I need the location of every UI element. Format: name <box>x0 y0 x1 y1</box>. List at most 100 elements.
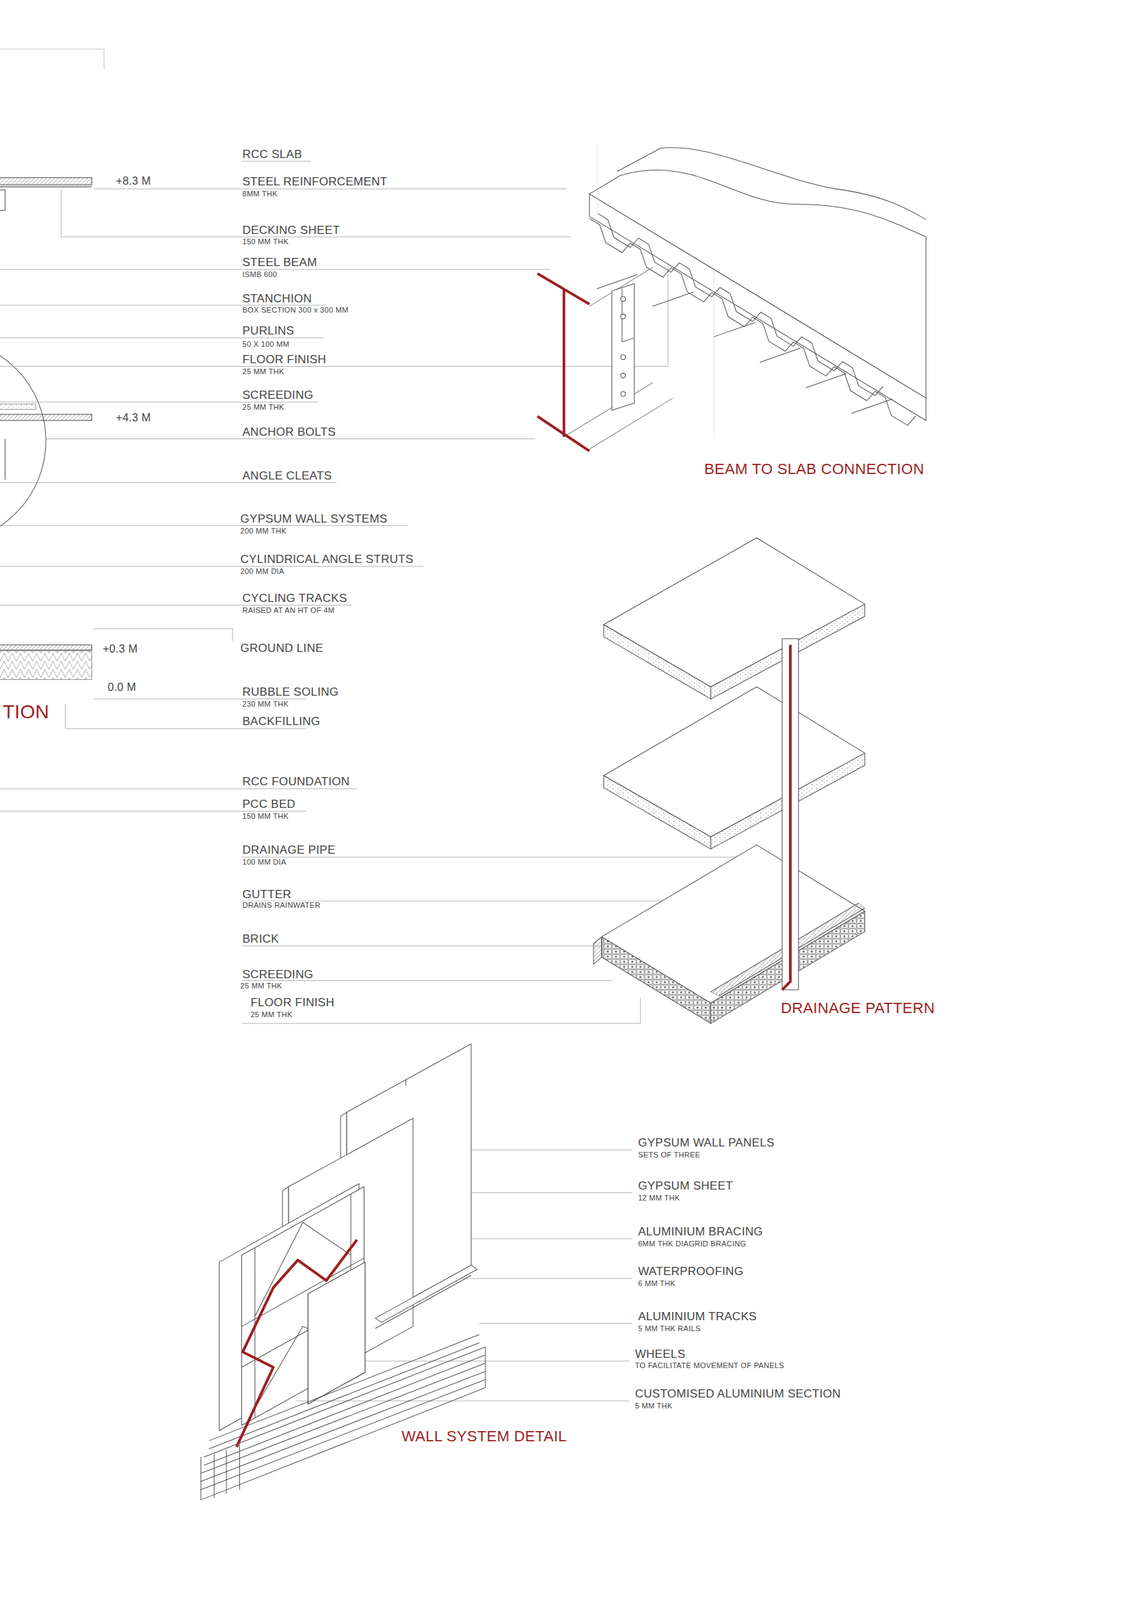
spec-note: RAISED AT AN HT OF 4M <box>241 605 336 614</box>
part-label: STANCHION <box>241 291 313 304</box>
part-label: BRICK <box>241 932 279 945</box>
drainage-drawing-part <box>782 638 799 990</box>
frame-line-part <box>0 49 104 70</box>
wall-system-drawing-part <box>375 1275 472 1329</box>
beam-slab-drawing-part <box>713 267 715 439</box>
part-label: WHEELS <box>634 1347 687 1360</box>
part-label: SCREEDING <box>241 968 314 980</box>
spec-note: BOX SECTION 300 x 300 MM <box>241 306 349 314</box>
level-mark: +8.3 M <box>115 175 152 187</box>
spec-note: DRAINS RAINWATER <box>241 900 321 909</box>
leader-line-part <box>93 698 306 699</box>
part-label: GROUND LINE <box>239 642 324 654</box>
spec-note: ISMB 600 <box>241 270 278 279</box>
wall-system-drawing-part <box>375 1264 478 1323</box>
leader-line-part <box>0 565 424 567</box>
spec-note: 150 MM THK <box>241 237 290 246</box>
drainage-pipe <box>782 644 791 990</box>
section-title: TION <box>2 702 50 722</box>
level-mark: +0.3 M <box>101 643 139 655</box>
leader-line-part <box>241 979 612 981</box>
level-mark: 0.0 M <box>107 681 138 693</box>
beam-slab-drawing-part <box>620 296 626 302</box>
part-label: STEEL REINFORCEMENT <box>241 175 388 188</box>
section-fragment-part <box>0 190 5 211</box>
leader-line-part <box>0 337 325 338</box>
part-label: RUBBLE SOLING <box>241 685 340 698</box>
part-label: CUSTOMISED ALUMINIUM SECTION <box>634 1387 842 1399</box>
part-label: GYPSUM WALL PANELS <box>637 1136 775 1149</box>
leader-line-part <box>0 788 357 790</box>
leader-line-part <box>0 401 318 403</box>
part-label: GYPSUM WALL SYSTEMS <box>239 512 388 524</box>
drainage-drawing-part <box>603 537 865 687</box>
beam-slab-drawing-part <box>620 391 626 396</box>
detail-title: DRAINAGE PATTERN <box>780 1000 936 1016</box>
drainage-pipe-part <box>782 644 791 990</box>
part-label: CYLINDRICAL ANGLE STRUTS <box>239 553 414 565</box>
wall-system-drawing-part <box>201 1346 486 1500</box>
beam-slab-drawing-part <box>589 169 926 398</box>
part-label: PCC BED <box>241 797 297 810</box>
wall-system-drawing-part <box>201 1334 486 1500</box>
beam-slab-drawing-part <box>596 274 893 413</box>
level-mark: +4.3 M <box>115 412 152 424</box>
spec-note: 6 MM THK <box>637 1279 677 1287</box>
part-label: DECKING SHEET <box>241 223 341 236</box>
steel-beam-section-part <box>562 288 566 437</box>
part-label: ALUMINIUM TRACKS <box>637 1309 758 1322</box>
beam-slab-drawing-part <box>620 313 626 319</box>
drainage-drawing-part <box>593 936 602 964</box>
leader-line-part <box>0 304 327 306</box>
leader-line-part <box>448 1277 632 1278</box>
leader-line-part <box>241 160 311 162</box>
frame-line <box>0 49 104 70</box>
spec-note: 50 X 100 MM <box>241 339 290 348</box>
spec-note: 25 MM THK <box>241 403 285 411</box>
part-label: WATERPROOFING <box>637 1264 744 1277</box>
spec-note: 25 MM THK <box>241 367 285 375</box>
leader-line-part <box>0 482 337 483</box>
spec-note: 200 MM DIA <box>239 567 285 576</box>
beam-slab-drawing-part <box>596 142 598 214</box>
section-fragment-part <box>0 186 92 188</box>
spec-note: 230 MM THK <box>241 700 290 708</box>
part-label: DRAINAGE PIPE <box>241 843 336 856</box>
spec-note: 150 MM THK <box>241 812 290 820</box>
wall-system-drawing-part <box>405 1078 407 1086</box>
bracing-line-part <box>236 1238 357 1447</box>
beam-slab-drawing-part <box>611 283 635 411</box>
section-fragment-part <box>0 644 92 650</box>
leader-line-part <box>60 190 571 238</box>
spec-note: SETS OF THREE <box>637 1150 701 1159</box>
beam-slab-drawing-part <box>589 218 916 425</box>
section-fragment-part <box>0 414 92 421</box>
beam-slab-drawing <box>564 142 926 449</box>
section-fragment-part <box>0 177 92 185</box>
beam-slab-drawing-part <box>597 213 884 396</box>
beam-slab-drawing-part <box>589 194 926 421</box>
beam-slab-drawing-part <box>564 267 674 449</box>
steel-beam-section-part <box>537 416 590 452</box>
drainage-drawing <box>593 537 865 1023</box>
section-fragment <box>0 177 92 680</box>
part-label: FLOOR FINISH <box>241 352 327 365</box>
part-label: PURLINS <box>241 324 295 337</box>
part-label: SCREEDING <box>241 389 314 401</box>
drainage-drawing-part <box>603 686 865 837</box>
steel-beam-section <box>537 273 590 452</box>
spec-note: 200 MM THK <box>239 526 288 535</box>
spec-note: 100 MM DIA <box>241 858 287 866</box>
spec-note: TO FACILITATE MOVEMENT OF PANELS <box>634 1360 785 1369</box>
part-label: ANCHOR BOLTS <box>241 425 336 437</box>
beam-slab-drawing-part <box>620 373 626 379</box>
spec-note: 12 MM THK <box>637 1193 681 1201</box>
bracing-line <box>236 1238 357 1447</box>
section-fragment-part <box>4 438 6 481</box>
part-label: GYPSUM SHEET <box>637 1179 734 1192</box>
beam-slab-drawing-part <box>620 354 626 360</box>
part-label: RCC SLAB <box>241 148 303 161</box>
